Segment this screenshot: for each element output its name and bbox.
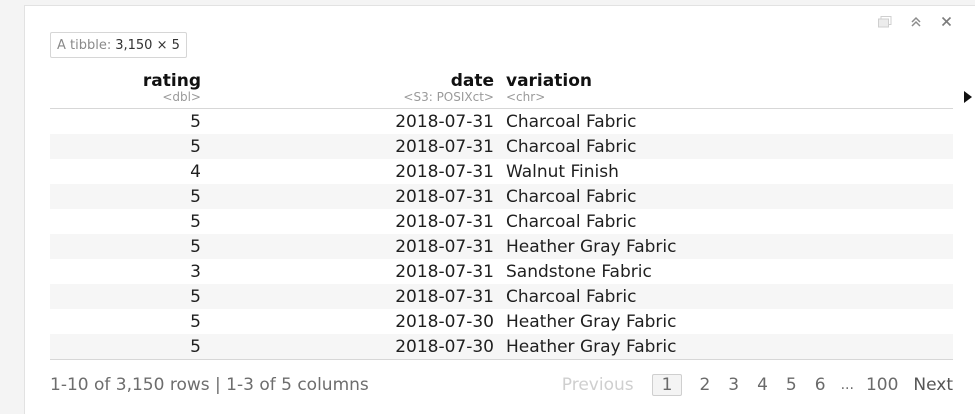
cell-rating: 5 (50, 234, 207, 259)
data-table: rating <dbl> date <S3: POSIXct> variatio… (50, 72, 953, 360)
page-button-1[interactable]: 1 (651, 374, 683, 396)
cell-date: 2018-07-31 (395, 111, 494, 132)
cell-date: 2018-07-31 (207, 134, 500, 159)
cell-date: 2018-07-31 (207, 184, 500, 209)
column-header-variation[interactable]: variation <chr> (500, 72, 953, 109)
chunk-toolbar (876, 13, 955, 30)
cell-variation: Sandstone Fabric (506, 261, 652, 282)
page-button-4[interactable]: 4 (757, 375, 768, 395)
chunk-output-panel: A tibble: 3,150 × 5 rating <dbl> (24, 5, 975, 414)
table-row: 4 2018-07-31 Walnut Finish (50, 159, 953, 184)
cell-rating: 3 (190, 261, 201, 282)
column-type: <S3: POSIXct> (403, 90, 494, 104)
page-button-3[interactable]: 3 (728, 375, 740, 395)
page-button-6[interactable]: 6 (814, 375, 826, 395)
tibble-badge-label: A tibble: (57, 37, 112, 53)
cell-variation: Charcoal Fabric (500, 284, 953, 309)
column-type: <dbl> (162, 90, 201, 104)
cell-rating: 5 (190, 211, 201, 232)
cell-date: 2018-07-31 (207, 234, 500, 259)
cell-date: 2018-07-30 (207, 334, 500, 360)
table-row: 5 2018-07-31 Charcoal Fabric (50, 109, 953, 135)
cell-date: 2018-07-31 (207, 284, 500, 309)
page-button-100[interactable]: 100 (865, 375, 899, 395)
cell-rating: 5 (50, 134, 207, 159)
cell-variation: Heather Gray Fabric (500, 334, 953, 360)
cell-rating: 5 (190, 111, 201, 132)
cell-date: 2018-07-31 (395, 211, 494, 232)
data-table-container: rating <dbl> date <S3: POSIXct> variatio… (50, 72, 972, 360)
cell-variation: Charcoal Fabric (500, 134, 953, 159)
cell-rating: 5 (50, 184, 207, 209)
table-row: 3 2018-07-31 Sandstone Fabric (50, 259, 953, 284)
column-type: <chr> (506, 90, 546, 104)
chunk-options-icon[interactable] (876, 13, 893, 30)
cell-rating: 5 (190, 311, 201, 332)
cell-variation: Charcoal Fabric (506, 211, 637, 232)
column-header-date[interactable]: date <S3: POSIXct> (207, 72, 500, 109)
cell-variation: Heather Gray Fabric (506, 311, 677, 332)
column-name: variation (506, 71, 592, 91)
previous-page-button[interactable]: Previous (561, 375, 634, 395)
cell-rating: 5 (50, 334, 207, 360)
column-name: rating (142, 71, 201, 91)
more-columns-arrow-icon[interactable] (963, 88, 973, 103)
rows-columns-info: 1-10 of 3,150 rows | 1-3 of 5 columns (50, 375, 369, 395)
close-icon[interactable] (938, 13, 955, 30)
table-footer: 1-10 of 3,150 rows | 1-3 of 5 columns Pr… (50, 370, 953, 400)
cell-date: 2018-07-30 (395, 311, 494, 332)
cell-date: 2018-07-31 (395, 261, 494, 282)
pagination: Previous 1 2 3 4 5 6 ... 100 Next (553, 374, 953, 396)
cell-rating: 5 (50, 284, 207, 309)
pagination-ellipsis: ... (840, 377, 854, 393)
cell-variation: Charcoal Fabric (506, 111, 637, 132)
cell-variation: Walnut Finish (506, 161, 619, 182)
cell-variation: Heather Gray Fabric (500, 234, 953, 259)
table-row: 5 2018-07-31 Charcoal Fabric (50, 209, 953, 234)
column-name: date (450, 71, 494, 91)
table-header-row: rating <dbl> date <S3: POSIXct> variatio… (50, 72, 953, 109)
collapse-up-icon[interactable] (907, 13, 924, 30)
tibble-badge: A tibble: 3,150 × 5 (50, 32, 187, 58)
tibble-dimensions: 3,150 × 5 (115, 37, 180, 53)
cell-rating: 4 (190, 161, 201, 182)
table-row: 5 2018-07-30 Heather Gray Fabric (50, 309, 953, 334)
cell-variation: Charcoal Fabric (500, 184, 953, 209)
page-button-2[interactable]: 2 (699, 375, 711, 395)
column-header-rating[interactable]: rating <dbl> (50, 72, 207, 109)
next-page-button[interactable]: Next (913, 375, 953, 395)
page-button-5[interactable]: 5 (785, 375, 797, 395)
cell-date: 2018-07-31 (395, 161, 494, 182)
